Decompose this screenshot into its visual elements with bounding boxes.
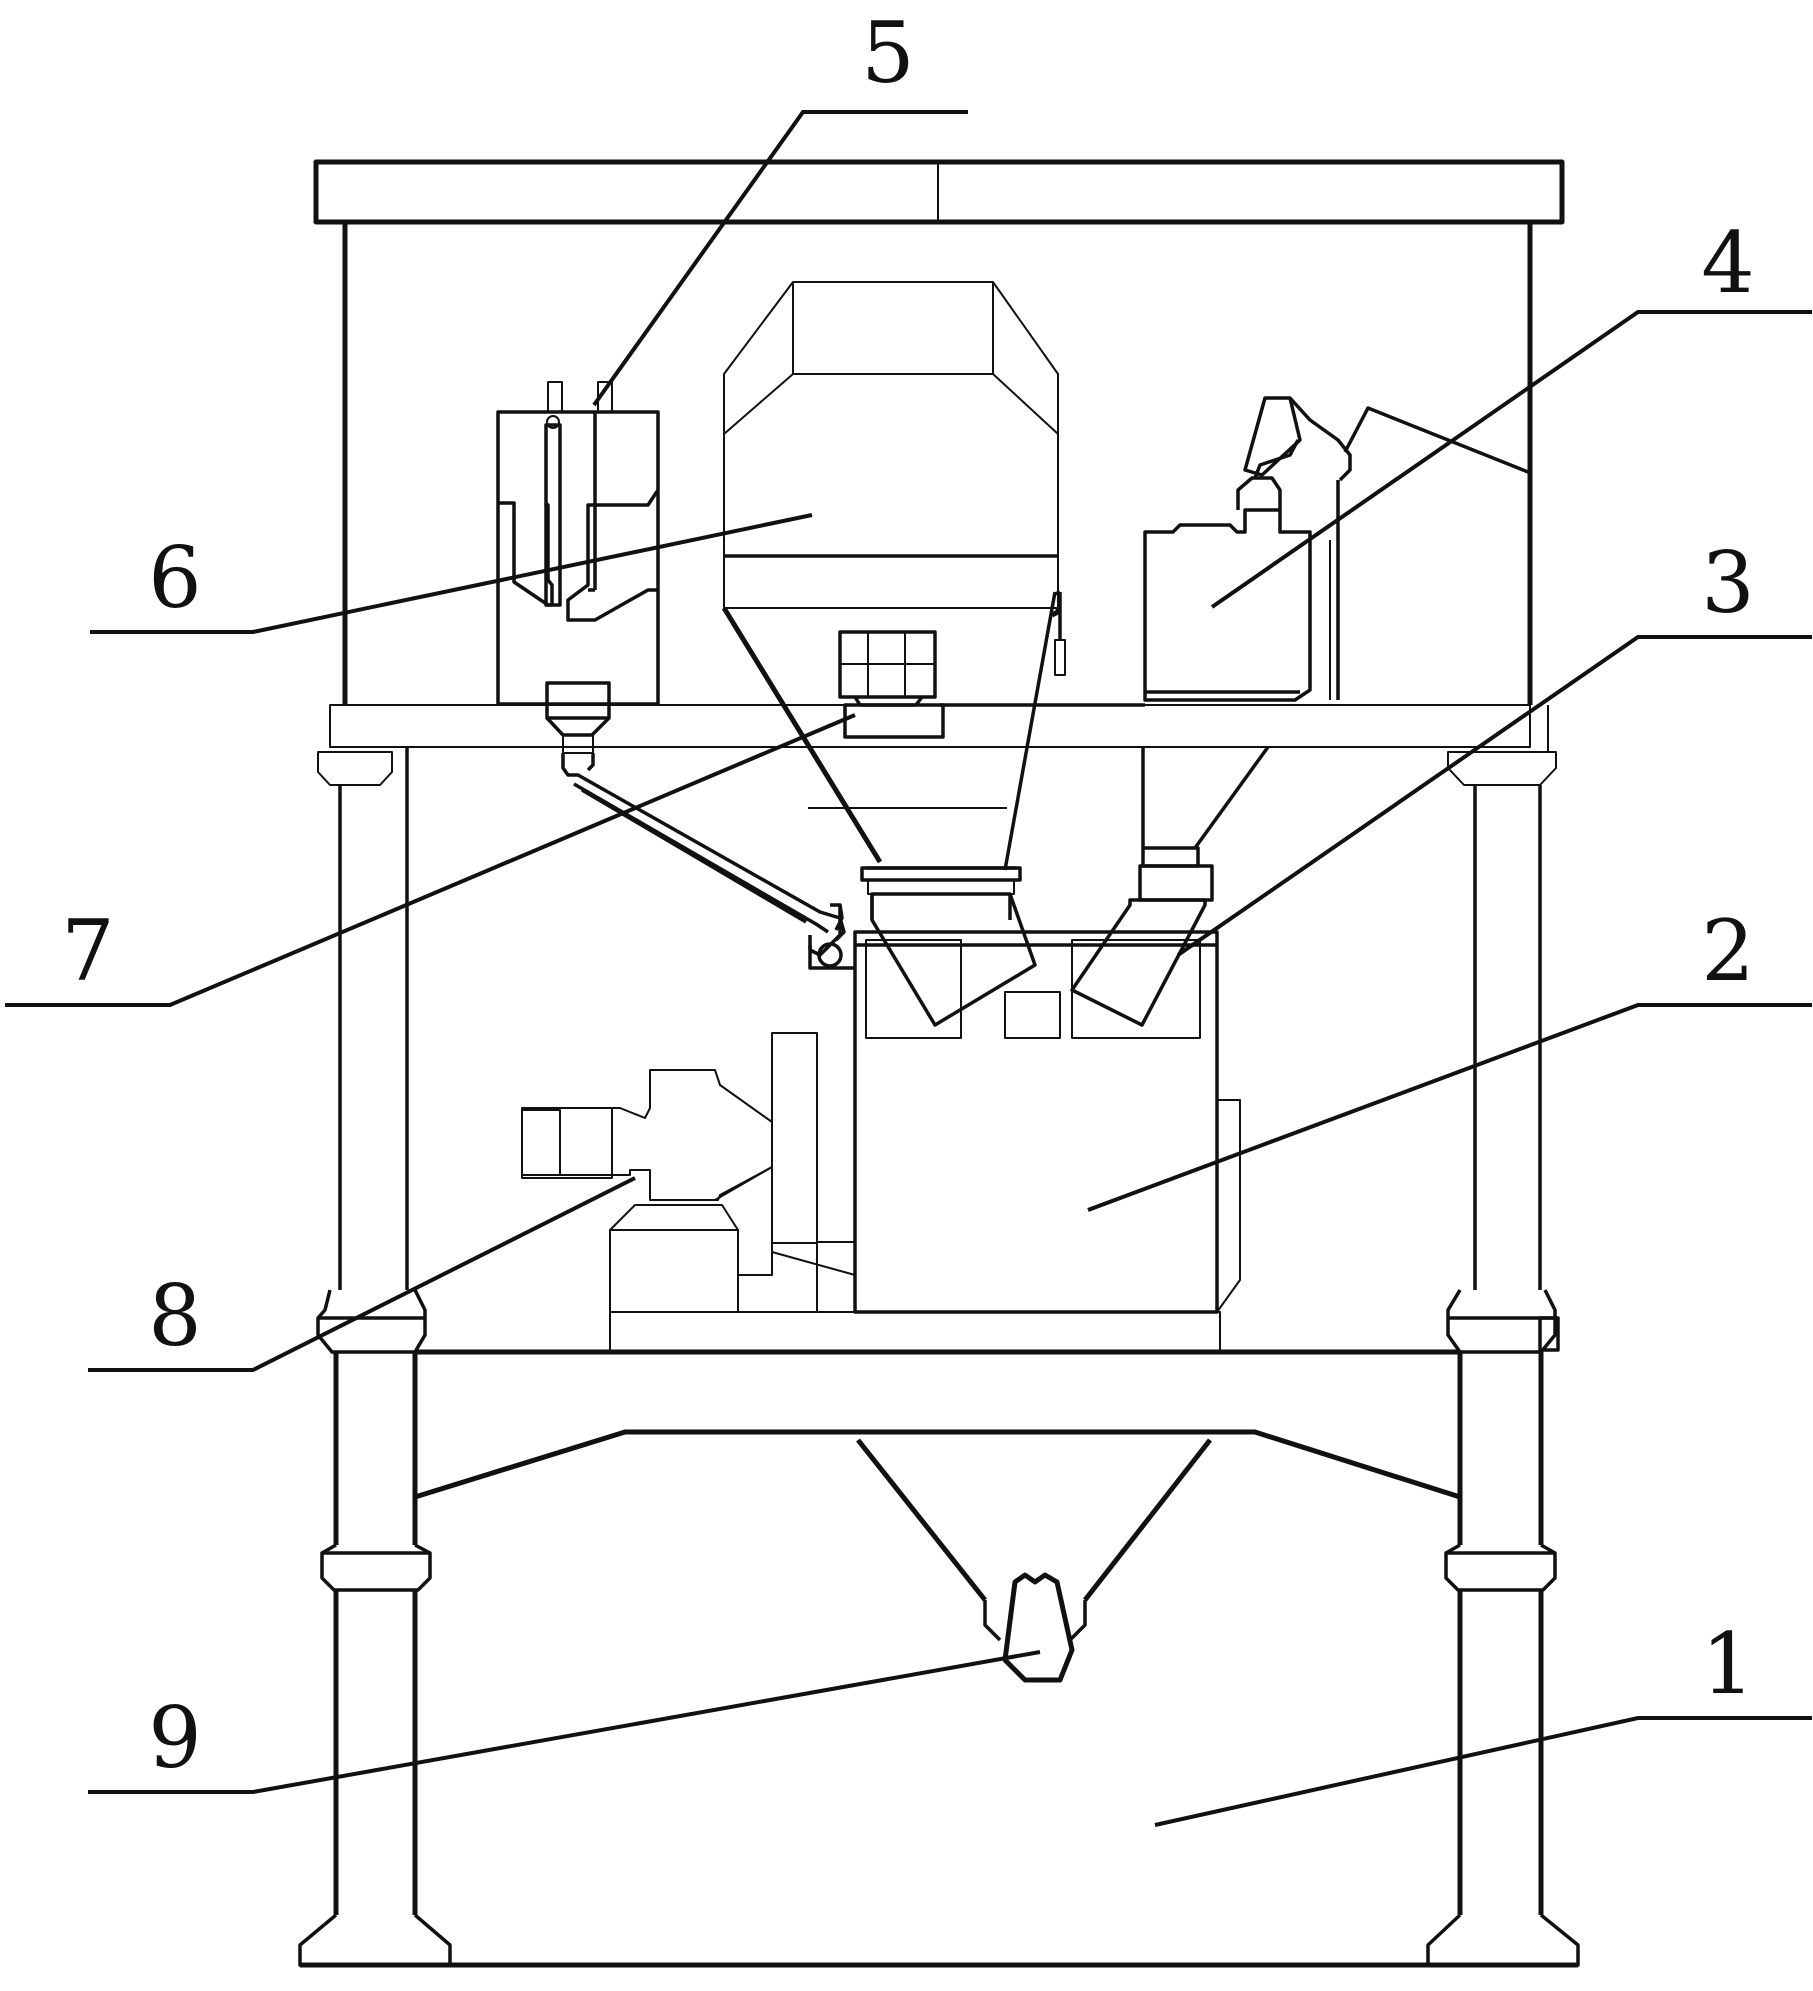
lower-frame-1 <box>298 1289 1580 1968</box>
mixer-body-2 <box>609 930 1241 1353</box>
callout-3: 3 <box>1701 534 1754 632</box>
leader-5 <box>592 110 968 407</box>
callout-9: 9 <box>148 1689 201 1787</box>
callout-4: 4 <box>1701 214 1754 312</box>
leader-8 <box>88 1176 636 1372</box>
callout-5: 5 <box>861 4 914 102</box>
weighing-unit-7 <box>838 630 1145 739</box>
discharge-hopper-9 <box>856 1438 1212 1683</box>
callout-8: 8 <box>148 1267 201 1365</box>
drive-motor-8 <box>521 1069 773 1313</box>
leader-6 <box>90 513 813 634</box>
left-tank-5 <box>496 381 660 754</box>
leader-3 <box>1176 635 1812 957</box>
callout-6: 6 <box>148 529 201 627</box>
leader-2 <box>1087 1003 1812 1212</box>
leader-9 <box>88 1650 1041 1794</box>
callout-labels: 5 4 3 6 7 2 8 9 1 <box>61 4 1754 1787</box>
side-bin-4 <box>1143 396 1529 702</box>
callout-7: 7 <box>61 902 114 1000</box>
feed-hopper-3 <box>1070 745 1270 1027</box>
middle-platform <box>317 704 1557 1290</box>
central-silo-6 <box>721 281 1066 1027</box>
callout-2: 2 <box>1701 902 1754 1000</box>
leader-lines <box>5 110 1812 1827</box>
leader-1 <box>1154 1716 1812 1827</box>
leader-4 <box>1210 310 1812 609</box>
top-canopy <box>313 159 1565 705</box>
feed-pipe <box>561 753 855 970</box>
callout-1: 1 <box>1701 1615 1754 1713</box>
leader-7 <box>5 713 856 1007</box>
